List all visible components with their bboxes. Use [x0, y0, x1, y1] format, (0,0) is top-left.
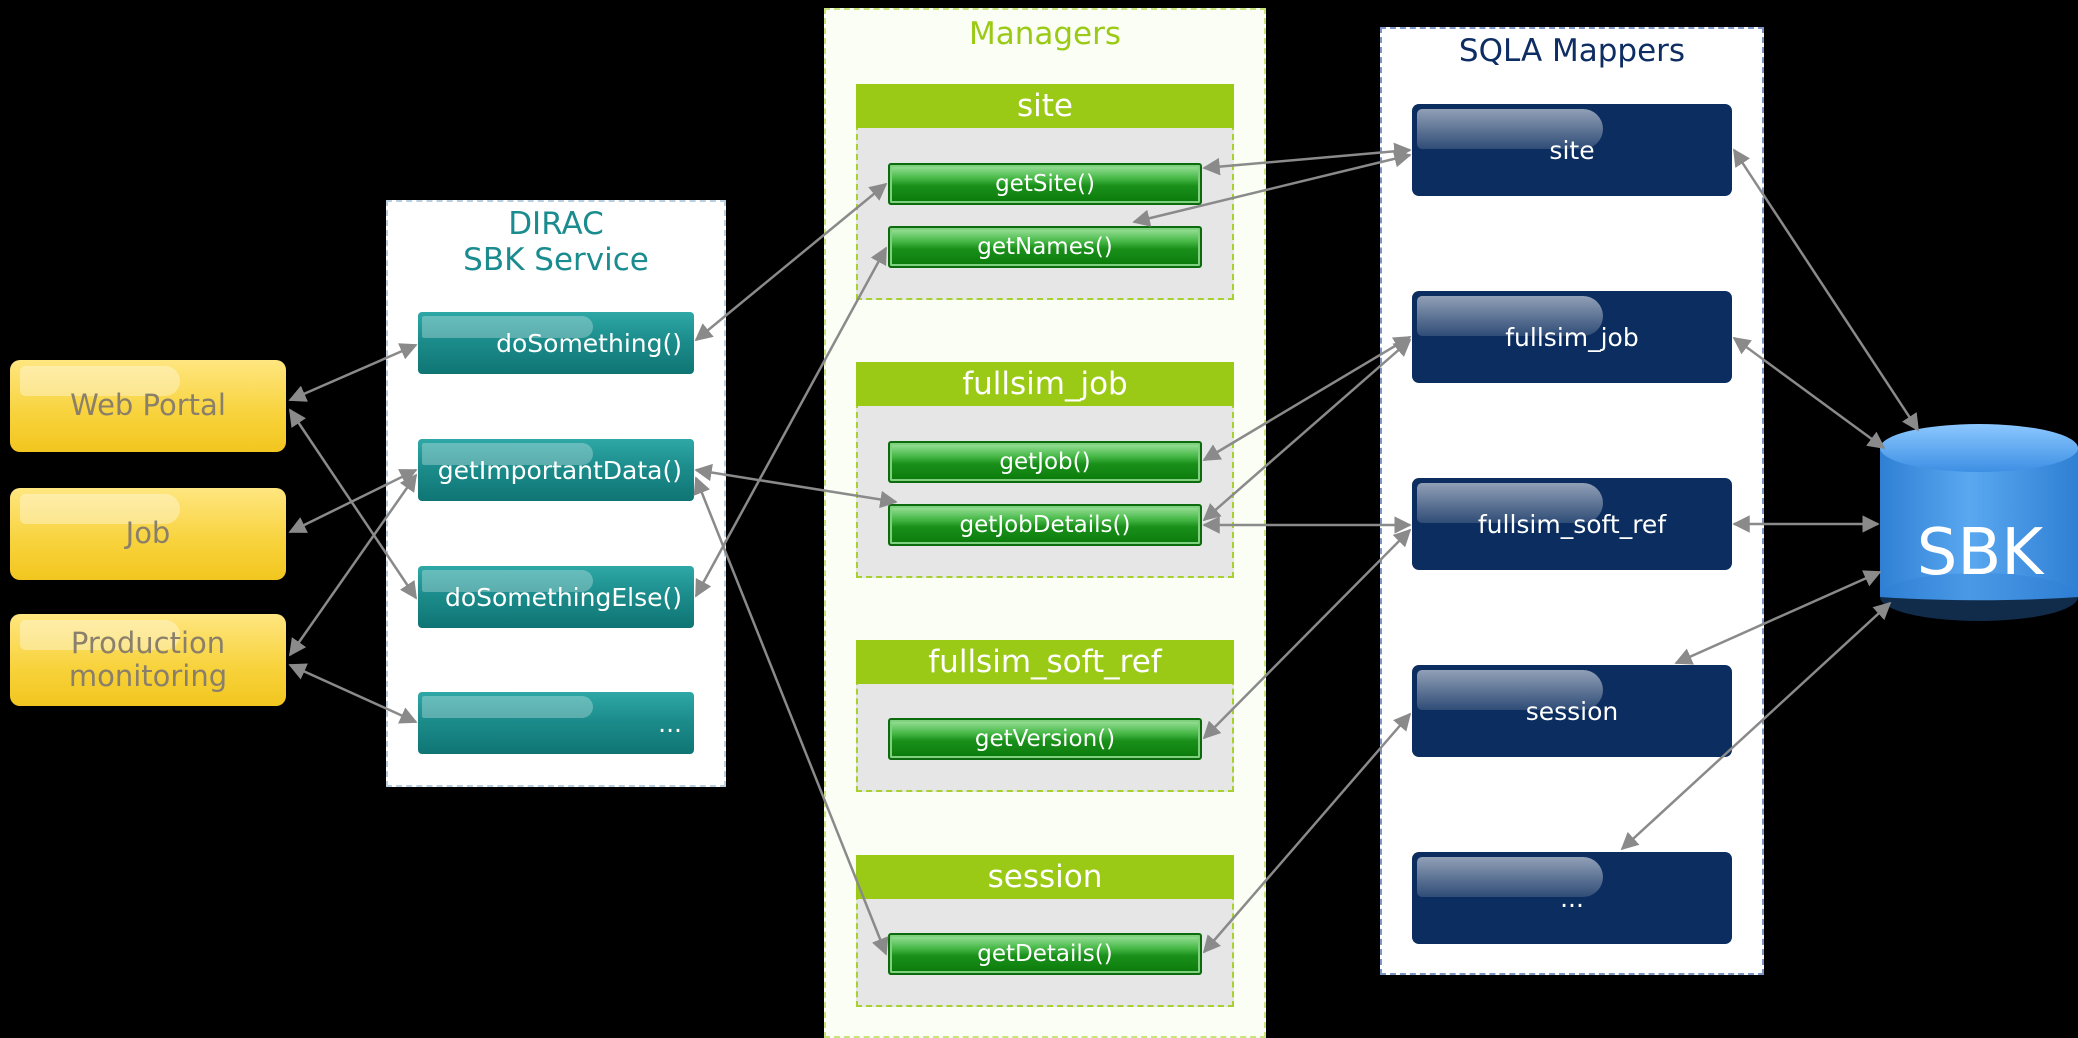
service-method-dosomething: doSomething() [418, 312, 694, 374]
manager-group-title: fullsim_job [856, 362, 1234, 406]
managers-title: Managers [968, 16, 1122, 52]
manager-method-getnames: getNames() [888, 226, 1202, 268]
manager-method-getdetails: getDetails() [888, 933, 1202, 975]
client-label: Production monitoring [68, 625, 228, 693]
mapper-fullsim-soft-ref: fullsim_soft_ref [1412, 478, 1732, 570]
client-web-portal: Web Portal [10, 360, 286, 452]
arrow [694, 246, 888, 598]
manager-group-title: fullsim_soft_ref [856, 640, 1234, 684]
arrow [288, 663, 418, 724]
service-method-dosomethingelse: doSomethingElse() [418, 566, 694, 628]
arrow [1732, 336, 1886, 450]
manager-method-getjobdetails: getJobDetails() [888, 504, 1202, 546]
manager-group-title: session [856, 855, 1234, 899]
service-method-getimportantdata: getImportantData() [418, 439, 694, 501]
arrow [1620, 601, 1892, 851]
arrow [1674, 570, 1882, 665]
arrow [693, 476, 889, 956]
mapper-more: ... [1412, 852, 1732, 944]
arrow [1202, 712, 1412, 954]
arrow [1202, 338, 1412, 522]
client-job: Job [10, 488, 286, 580]
manager-method-getjob: getJob() [888, 441, 1202, 483]
manager-group-title: site [856, 84, 1234, 128]
arrow [1732, 148, 1920, 432]
mapper-fullsim-job: fullsim_job [1412, 291, 1732, 383]
mapper-site: site [1412, 104, 1732, 196]
service-method-more: ... [418, 692, 694, 754]
arrow [288, 473, 418, 657]
client-label: Web Portal [70, 388, 226, 423]
service-title: DIRAC SBK Service [388, 206, 724, 278]
service-title-line2: SBK Service [463, 242, 649, 278]
arrow [1202, 528, 1412, 740]
arrow [1132, 150, 1412, 227]
client-label: Job [125, 516, 171, 551]
mappers-title: SQLA Mappers [1458, 33, 1686, 69]
manager-group-fullsim-soft-ref: fullsim_soft_ref [856, 640, 1234, 792]
service-title-line1: DIRAC [508, 206, 604, 242]
client-production-monitoring: Production monitoring [10, 614, 286, 706]
arrow [694, 182, 888, 342]
arrow [694, 463, 898, 509]
arrow [288, 343, 418, 402]
manager-method-getversion: getVersion() [888, 718, 1202, 760]
connection-arrows [288, 142, 1920, 956]
database-cylinder: SBK [1880, 424, 2078, 621]
arrow [1202, 142, 1412, 176]
database-label: SBK [1917, 516, 2046, 590]
manager-group-session: session [856, 855, 1234, 1007]
arrow [1202, 335, 1412, 462]
